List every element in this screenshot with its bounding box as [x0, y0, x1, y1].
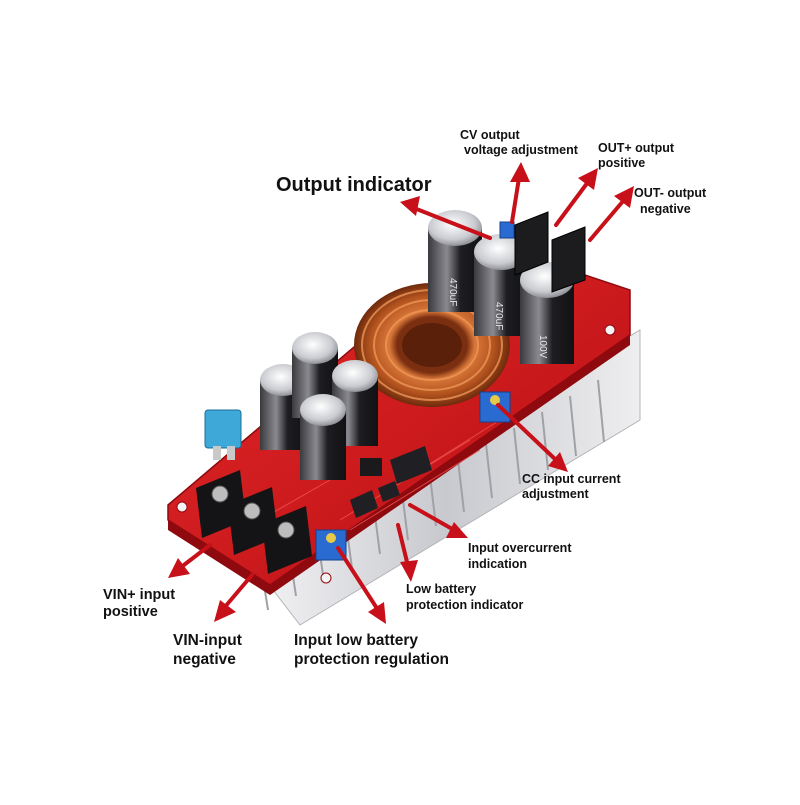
label-low-battery-regulation-line1: Input low battery — [294, 632, 418, 649]
label-vin-negative-line2: negative — [173, 651, 236, 668]
label-cc-input-line2: adjustment — [522, 487, 589, 501]
cc-current-potentiometer — [479, 391, 511, 423]
arrow-low-battery-indicator — [396, 523, 418, 582]
arrow-input-overcurrent — [408, 503, 468, 538]
label-cv-output-line2: voltage adjustment — [464, 143, 578, 157]
arrow-vin-negative — [214, 573, 254, 622]
arrow-low-battery-regulation — [336, 546, 386, 624]
label-cc-input-line1: CC input current — [522, 472, 621, 486]
label-output-indicator: Output indicator — [276, 174, 432, 196]
label-low-battery-indicator-line2: protection indicator — [406, 598, 524, 612]
arrow-vin-positive — [168, 543, 212, 578]
input-capacitor — [300, 394, 346, 480]
label-out-positive-line1: OUT+ output — [598, 141, 675, 155]
label-out-negative-line1: OUT- output — [634, 186, 707, 200]
output-terminals — [514, 211, 586, 293]
label-vin-positive-line1: VIN+ input — [103, 587, 176, 603]
fuse — [204, 409, 242, 460]
arrow-out-negative — [588, 186, 634, 242]
arrow-cc-input-current — [496, 403, 568, 472]
label-overcurrent-line1: Input overcurrent — [468, 541, 572, 555]
input-terminal-blocks — [196, 470, 312, 574]
label-out-negative-line2: negative — [640, 202, 691, 216]
toroidal-inductor — [354, 283, 510, 407]
label-vin-negative-line1: VIN-input — [173, 632, 242, 649]
output-capacitor-marking: 470uF — [493, 302, 504, 330]
input-terminal-block — [262, 506, 312, 574]
label-low-battery-indicator-line1: Low battery — [406, 582, 477, 596]
arrow-cv-output — [510, 162, 530, 224]
output-capacitor-voltage: 100V — [537, 335, 548, 359]
annotation-arrows — [168, 162, 634, 624]
label-cv-output-line1: CV output — [460, 128, 520, 142]
label-vin-positive-line2: positive — [103, 604, 158, 620]
label-low-battery-regulation-line2: protection regulation — [294, 651, 449, 668]
arrow-output-indicator — [400, 196, 492, 240]
cv-voltage-potentiometer — [499, 221, 515, 239]
input-capacitors — [260, 332, 378, 480]
arrow-out-positive — [554, 168, 598, 227]
label-out-positive-line2: positive — [598, 156, 646, 170]
mounting-holes — [176, 324, 616, 584]
label-overcurrent-line2: indication — [468, 557, 528, 571]
integrated-circuits — [350, 446, 432, 518]
output-capacitor-marking: 470uF — [447, 278, 458, 306]
